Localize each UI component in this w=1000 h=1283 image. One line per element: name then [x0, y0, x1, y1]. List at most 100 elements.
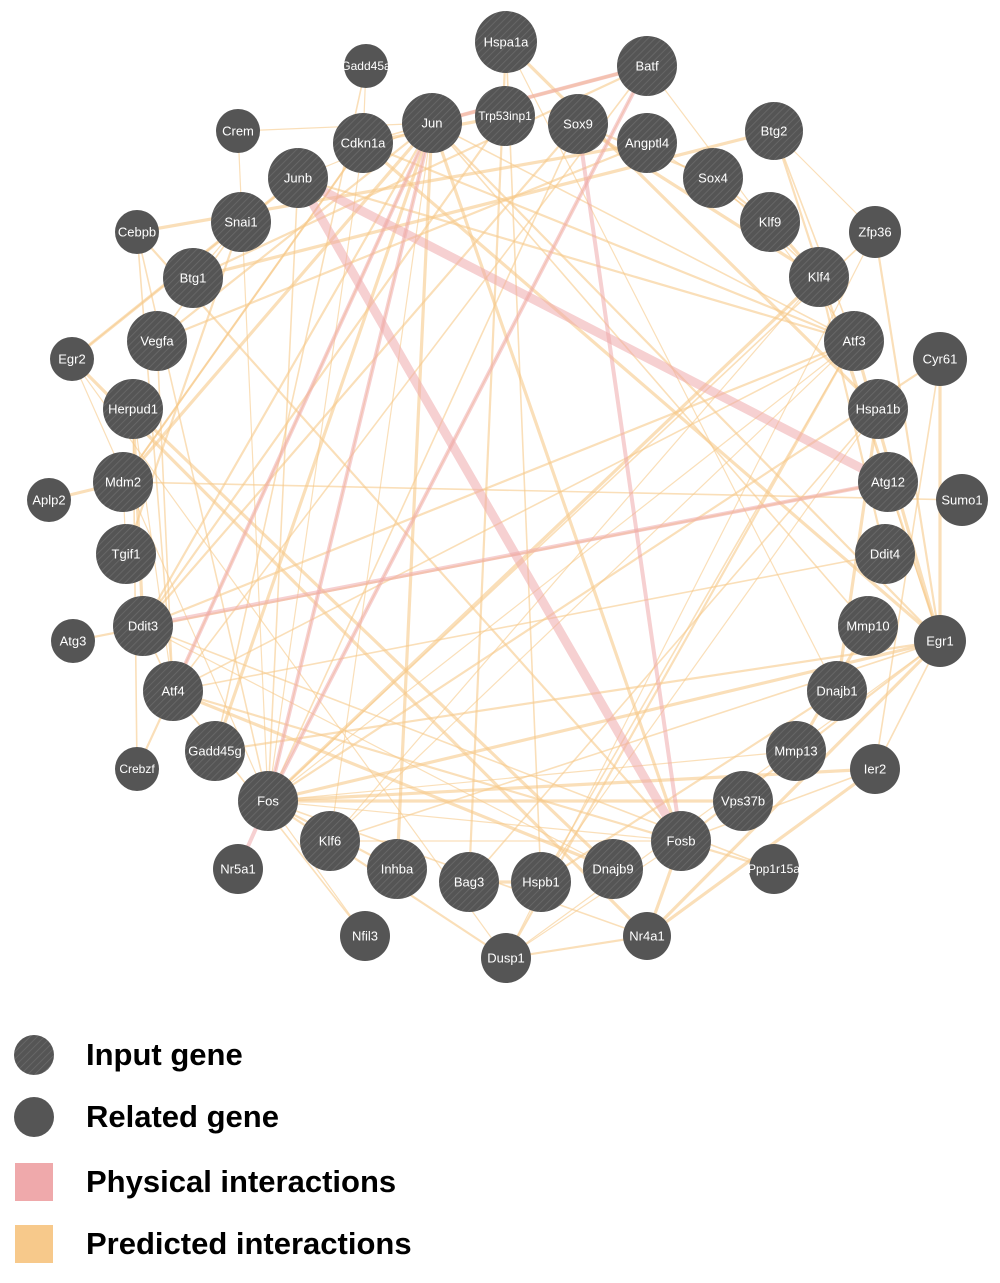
gene-node-dusp1: Dusp1 [481, 933, 531, 983]
related-gene-circle [51, 619, 95, 663]
gene-label: Crebzf [119, 762, 155, 776]
gene-label: Jun [422, 116, 443, 131]
predicted-edge [71, 358, 507, 959]
related-gene-circle [914, 615, 966, 667]
predicted-edge [131, 407, 615, 871]
related-gene-circle [481, 933, 531, 983]
physical-interactions-swatch [15, 1163, 53, 1201]
predicted-edge [504, 40, 880, 411]
predicted-edge [142, 625, 614, 870]
gene-node-hspa1a: Hspa1a [475, 11, 537, 73]
related-gene-circle [115, 210, 159, 254]
input-gene-circle [185, 721, 245, 781]
physical-edge [141, 480, 890, 628]
input-gene-circle [143, 661, 203, 721]
gene-label: Egr1 [926, 634, 953, 649]
gene-node-crem: Crem [216, 109, 260, 153]
gene-node-crebzf: Crebzf [115, 747, 159, 791]
gene-label: Nr4a1 [629, 929, 664, 944]
gene-node-hspb1: Hspb1 [511, 852, 571, 912]
predicted-edge [172, 340, 855, 692]
gene-label: Vps37b [721, 794, 765, 809]
gene-label: Atf4 [161, 684, 184, 699]
gene-label: Klf6 [319, 834, 341, 849]
gene-label: Hspa1a [484, 35, 530, 50]
input-gene-circle [96, 524, 156, 584]
legend-label: Input gene [86, 1037, 243, 1072]
predicted-edge [267, 800, 682, 842]
predicted-edge [122, 481, 963, 501]
gene-label: Sox4 [698, 171, 728, 186]
legend-label: Related gene [86, 1099, 279, 1134]
gene-label: Btg2 [761, 124, 788, 139]
input-gene-circle [824, 311, 884, 371]
input-gene-circle [838, 596, 898, 656]
gene-label: Bag3 [454, 875, 484, 890]
predicted-edge [267, 750, 797, 802]
physical-edge [430, 64, 649, 125]
input-gene-circle [127, 311, 187, 371]
gene-node-dnajb1: Dnajb1 [807, 661, 867, 721]
gene-label: Sumo1 [941, 493, 982, 508]
gene-node-snai1: Snai1 [211, 192, 271, 252]
predicted-edge [431, 122, 855, 342]
gene-node-junb: Junb [268, 148, 328, 208]
related-gene-circle [749, 844, 799, 894]
input-gene-circle [583, 839, 643, 899]
input-gene-circle [548, 94, 608, 154]
gene-label: Hspb1 [522, 875, 560, 890]
gene-node-trp53inp1: Trp53inp1 [475, 86, 535, 146]
gene-label: Cyr61 [923, 352, 958, 367]
predicted-edge [468, 408, 879, 883]
gene-node-tgif1: Tgif1 [96, 524, 156, 584]
input-gene-circle [238, 771, 298, 831]
predicted-edge [540, 408, 879, 883]
predicted-edge [172, 553, 886, 692]
gene-node-egr1: Egr1 [914, 615, 966, 667]
gene-node-cyr61: Cyr61 [913, 332, 967, 386]
gene-label: Ddit3 [128, 619, 158, 634]
related-gene-circle [936, 474, 988, 526]
related-gene-circle [623, 912, 671, 960]
gene-node-btg2: Btg2 [745, 102, 803, 160]
gene-label: Atg12 [871, 475, 905, 490]
gene-node-inhba: Inhba [367, 839, 427, 899]
input-gene-circle [745, 102, 803, 160]
gene-label: Snai1 [224, 215, 257, 230]
related-gene-circle [115, 747, 159, 791]
related-gene-circle [913, 332, 967, 386]
related-gene-circle [213, 844, 263, 894]
input-gene-circle [617, 113, 677, 173]
gene-node-sox9: Sox9 [548, 94, 608, 154]
physical-edge [171, 121, 434, 693]
input-gene-circle [713, 771, 773, 831]
gene-label: Cdkn1a [341, 136, 387, 151]
gene-node-sumo1: Sumo1 [936, 474, 988, 526]
predicted-edge [267, 177, 299, 802]
gene-node-klf6: Klf6 [300, 811, 360, 871]
gene-label: Mmp10 [846, 619, 889, 634]
predicted-edge [214, 65, 367, 752]
gene-label: Klf9 [759, 215, 781, 230]
gene-label: Btg1 [180, 271, 207, 286]
related-gene-circle [50, 337, 94, 381]
gene-node-ppp1r15a: Ppp1r15a [748, 844, 800, 894]
predicted-edge [266, 275, 821, 803]
gene-label: Mmp13 [774, 744, 817, 759]
physical-edge [576, 122, 683, 843]
gene-node-vegfa: Vegfa [127, 311, 187, 371]
gene-node-btg1: Btg1 [163, 248, 223, 308]
gene-node-atf4: Atf4 [143, 661, 203, 721]
gene-node-fos: Fos [238, 771, 298, 831]
legend-item-predicted-interactions: Predicted interactions [12, 1219, 412, 1269]
input-gene-circle [475, 11, 537, 73]
predicted-edge [505, 41, 542, 883]
input-gene-circle [789, 247, 849, 307]
gene-node-klf9: Klf9 [740, 192, 800, 252]
gene-node-aplp2: Aplp2 [27, 478, 71, 522]
gene-node-egr2: Egr2 [50, 337, 94, 381]
predicted-edge [141, 114, 507, 628]
gene-label: Cebpb [118, 225, 156, 240]
legend-label: Predicted interactions [86, 1226, 412, 1261]
